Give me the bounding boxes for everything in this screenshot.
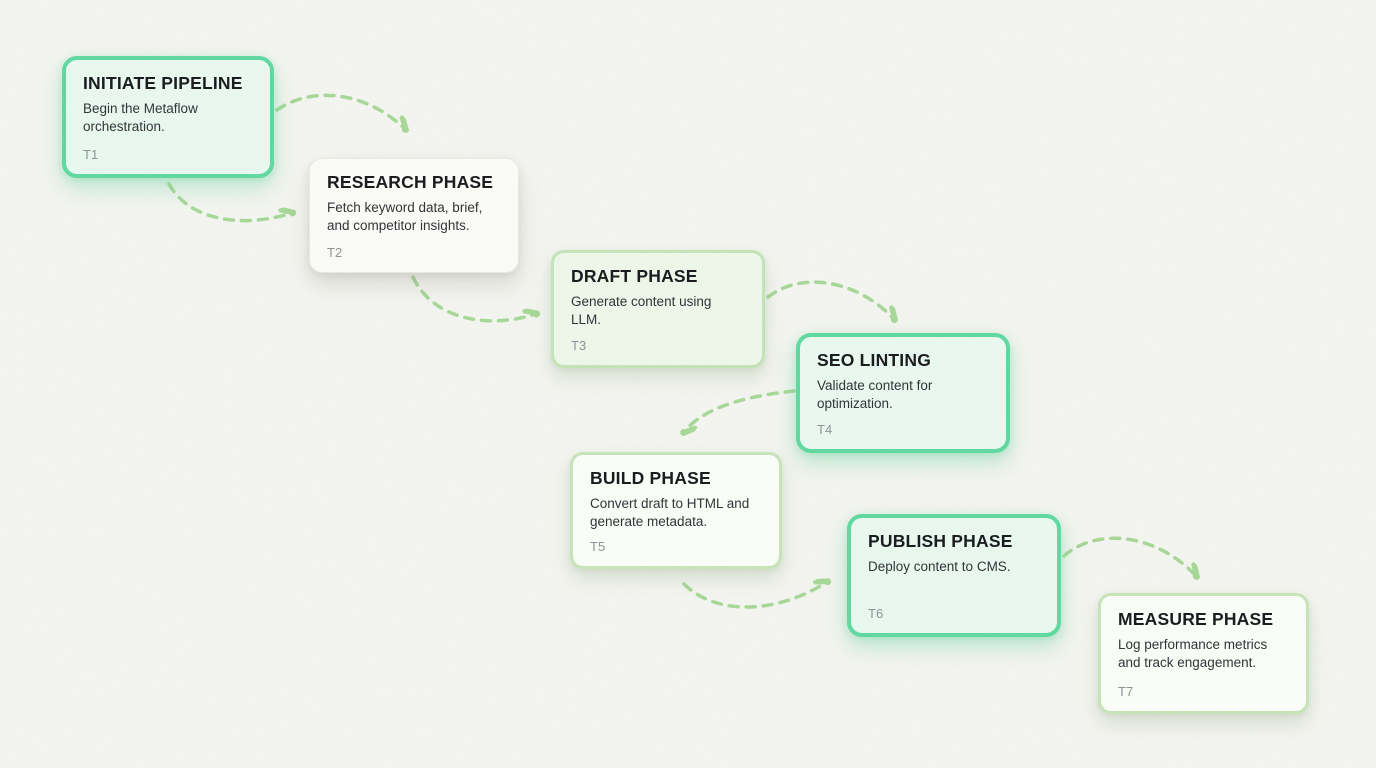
phase-description: Generate content using LLM.	[571, 294, 712, 327]
card-seo-linting: SEO LINTING Validate content for optimiz…	[796, 333, 1010, 453]
card-initiate-pipeline: INITIATE PIPELINE Begin the Metaflow orc…	[62, 56, 274, 178]
flow-arrow-t3-t4	[766, 280, 894, 319]
phase-tag: T4	[817, 422, 833, 437]
phase-tag: T7	[1118, 684, 1134, 699]
phase-tag: T6	[868, 606, 884, 621]
card-publish-phase: PUBLISH PHASE Deploy content to CMS. T6	[847, 514, 1061, 637]
phase-tag: T5	[590, 539, 606, 554]
phase-title: RESEARCH PHASE	[327, 172, 494, 192]
phase-tag: T1	[83, 147, 99, 162]
phase-title: DRAFT PHASE	[571, 266, 698, 286]
card-draft-phase: DRAFT PHASE Generate content using LLM. …	[551, 250, 765, 368]
phase-description: Validate content for optimization.	[817, 378, 933, 411]
card-research-phase: RESEARCH PHASE Fetch keyword data, brief…	[309, 158, 519, 273]
phase-title: MEASURE PHASE	[1118, 609, 1274, 629]
phase-title: BUILD PHASE	[590, 468, 711, 488]
flow-arrow-t1-t2-bottom	[167, 182, 292, 221]
flow-arrow-t2-t3	[411, 275, 536, 321]
phase-description: Deploy content to CMS.	[868, 559, 1011, 574]
phase-description: Fetch keyword data, brief, and competito…	[327, 200, 483, 233]
phase-title: PUBLISH PHASE	[868, 531, 1013, 551]
card-build-phase: BUILD PHASE Convert draft to HTML and ge…	[570, 452, 782, 569]
flow-arrow-t5-t6	[682, 582, 827, 609]
phase-tag: T3	[571, 338, 587, 353]
phase-title: SEO LINTING	[817, 350, 932, 370]
card-measure-phase: MEASURE PHASE Log performance metrics an…	[1098, 593, 1309, 714]
flow-arrow-t4-t5	[684, 389, 796, 432]
phase-tag: T2	[327, 245, 343, 260]
phase-description: Log performance metrics and track engage…	[1118, 637, 1268, 670]
phase-description: Begin the Metaflow orchestration.	[83, 101, 198, 134]
phase-description: Convert draft to HTML and generate metad…	[590, 496, 750, 529]
phase-title: INITIATE PIPELINE	[83, 73, 243, 93]
flow-arrow-t6-t7	[1062, 536, 1196, 576]
flow-arrow-t1-t2-top	[275, 93, 405, 129]
